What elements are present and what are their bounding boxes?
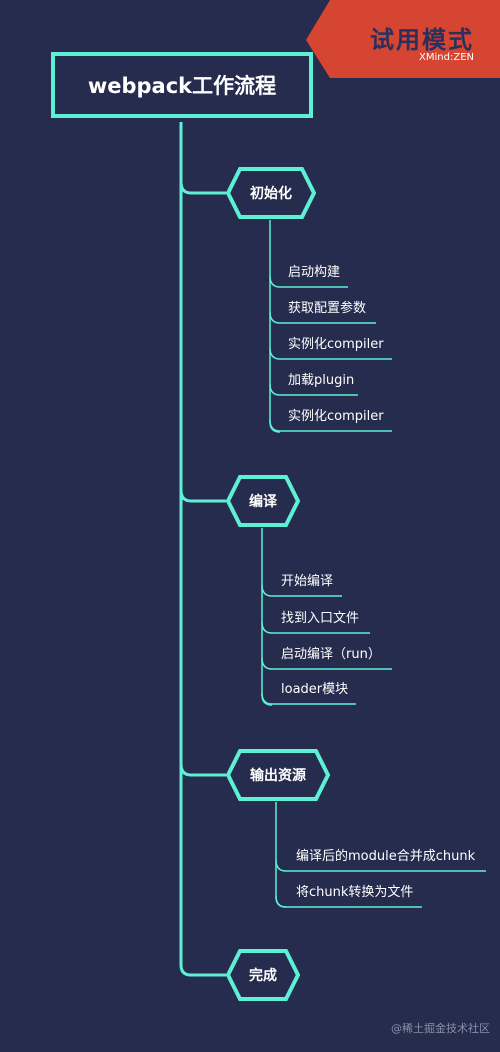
xmind-zen-brand: XMind:ZEN bbox=[419, 52, 474, 63]
root-node[interactable]: webpack工作流程 bbox=[51, 52, 313, 118]
hex-node-1[interactable] bbox=[225, 167, 317, 219]
trial-mode-title: 试用模式 bbox=[370, 26, 474, 54]
trunk-branch-1 bbox=[179, 181, 226, 195]
branch-label-output[interactable]: 输出资源 bbox=[250, 768, 306, 784]
trial-mode-badge: 试用模式 XMind:ZEN bbox=[306, 0, 500, 78]
leaf-start-build[interactable]: 启动构建 bbox=[288, 265, 341, 280]
leaf-chunk-to-file[interactable]: 将chunk转换为文件 bbox=[296, 885, 414, 900]
hex-node-2[interactable] bbox=[225, 475, 301, 527]
trunk-line bbox=[179, 122, 226, 977]
branch-label-done[interactable]: 完成 bbox=[249, 968, 277, 984]
watermark: @稀土掘金技术社区 bbox=[391, 1022, 490, 1035]
branch-label-init[interactable]: 初始化 bbox=[250, 186, 292, 202]
branch-label-compile[interactable]: 编译 bbox=[249, 494, 277, 510]
trial-badge-shape bbox=[306, 0, 500, 78]
leaf-instantiate-compiler-2[interactable]: 实例化compiler bbox=[288, 409, 384, 424]
leaf-merge-chunk[interactable]: 编译后的module合并成chunk bbox=[296, 849, 476, 864]
leaf-instantiate-compiler[interactable]: 实例化compiler bbox=[288, 337, 384, 352]
leaf-run-compile[interactable]: 启动编译（run） bbox=[281, 647, 381, 662]
trunk-branch-3 bbox=[179, 763, 226, 777]
leaf-get-config[interactable]: 获取配置参数 bbox=[288, 301, 367, 316]
leaf-find-entry[interactable]: 找到入口文件 bbox=[281, 611, 360, 626]
hex-node-4[interactable] bbox=[225, 949, 301, 1001]
leaf-loader-module[interactable]: loader模块 bbox=[281, 682, 349, 697]
leaf-start-compile[interactable]: 开始编译 bbox=[281, 574, 334, 589]
hex-node-3[interactable] bbox=[225, 749, 331, 801]
leaf-load-plugin[interactable]: 加载plugin bbox=[288, 373, 355, 388]
trunk-branch-2 bbox=[179, 489, 226, 503]
